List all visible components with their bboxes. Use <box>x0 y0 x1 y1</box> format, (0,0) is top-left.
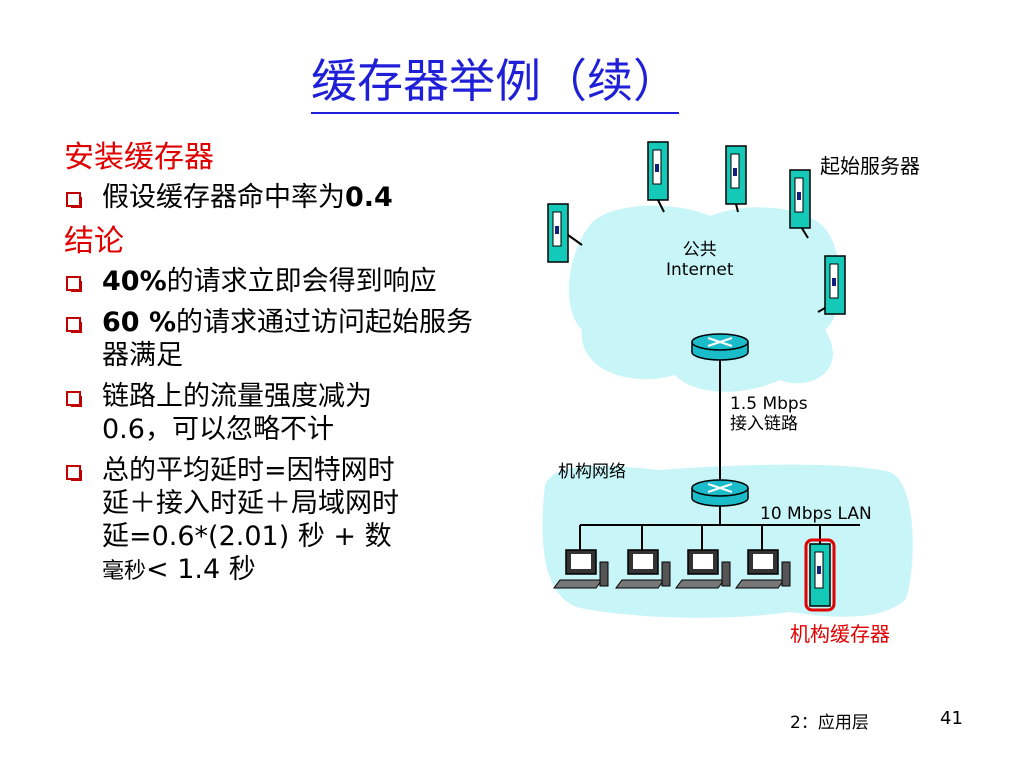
workstation-icon <box>675 549 731 589</box>
internet-cloud <box>568 205 842 392</box>
bullet-average-delay: 总的平均延时=因特网时 延＋接入时延＋局域网时 延=0.6*(2.01) 秒 +… <box>64 454 494 588</box>
bullet-box-icon <box>66 391 82 407</box>
content-column: 安装缓存器 假设缓存器命中率为0.4 结论 40%的请求立即会得到响应 60 %… <box>64 138 494 596</box>
bullet-hit-rate: 假设缓存器命中率为0.4 <box>64 181 494 214</box>
server-icon <box>725 145 747 205</box>
server-icon <box>547 203 569 263</box>
network-diagram-svg <box>542 141 913 618</box>
bullet-60-percent: 60 %的请求通过访问起始服务器满足 <box>64 306 494 372</box>
chapter-label: 2：应用层 <box>790 713 869 733</box>
server-icon <box>789 169 811 229</box>
server-icon <box>824 255 846 315</box>
origin-servers-label: 起始服务器 <box>820 154 920 178</box>
bullet-box-icon <box>66 465 82 481</box>
bullet-40-percent: 40%的请求立即会得到响应 <box>64 265 494 298</box>
bullet-box-icon <box>66 317 82 333</box>
bullet-box-icon <box>66 192 82 208</box>
page-number: 41 <box>940 708 963 729</box>
institutional-network-label: 机构网络 <box>558 462 626 482</box>
institutional-cache-icon <box>804 538 836 612</box>
heading-conclusion: 结论 <box>64 224 124 259</box>
workstation-icon <box>735 549 791 589</box>
institutional-router-icon <box>691 479 749 507</box>
workstation-icon <box>615 549 671 589</box>
internet-router-icon <box>691 333 749 361</box>
public-internet-label: 公共 Internet <box>666 240 734 281</box>
bullet-link-intensity: 链路上的流量强度减为 0.6，可以忽略不计 <box>64 380 494 446</box>
network-diagram: 起始服务器 公共 Internet 1.5 Mbps 接入链路 机构网络 10 … <box>520 130 1000 670</box>
lan-label: 10 Mbps LAN <box>760 504 872 524</box>
workstation-icon <box>553 549 609 589</box>
bullet-box-icon <box>66 276 82 292</box>
heading-install-cache: 安装缓存器 <box>64 140 214 175</box>
server-icon <box>647 141 669 201</box>
page-title: 缓存器举例（续） <box>0 54 990 114</box>
institutional-cache-label: 机构缓存器 <box>790 622 890 646</box>
access-link-label: 1.5 Mbps 接入链路 <box>730 394 808 435</box>
